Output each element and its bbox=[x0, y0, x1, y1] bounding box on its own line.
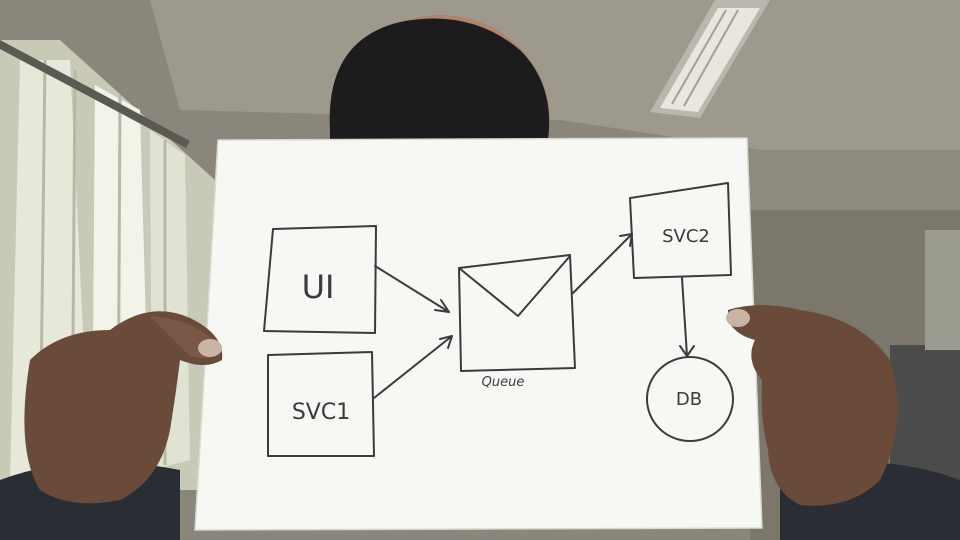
right-hand bbox=[726, 305, 898, 506]
ui-label: UI bbox=[302, 268, 335, 306]
db-label: DB bbox=[676, 389, 702, 410]
svc1-label: SVC1 bbox=[292, 400, 350, 425]
arrow-ui-to-queue bbox=[374, 265, 450, 313]
svc2-box bbox=[629, 182, 732, 279]
ceiling-light bbox=[650, 0, 770, 118]
svc2-label: SVC2 bbox=[662, 226, 710, 247]
queue-label: Queue bbox=[482, 375, 525, 390]
left-hand bbox=[24, 311, 223, 504]
svc1-box bbox=[267, 351, 375, 457]
arrow-queue-to-svc2 bbox=[572, 233, 633, 294]
arrow-svc1-to-queue bbox=[373, 335, 453, 399]
queue-box bbox=[458, 254, 576, 372]
ui-box bbox=[263, 225, 377, 334]
arrow-svc2-to-db bbox=[679, 277, 695, 357]
db-circle bbox=[646, 356, 734, 442]
